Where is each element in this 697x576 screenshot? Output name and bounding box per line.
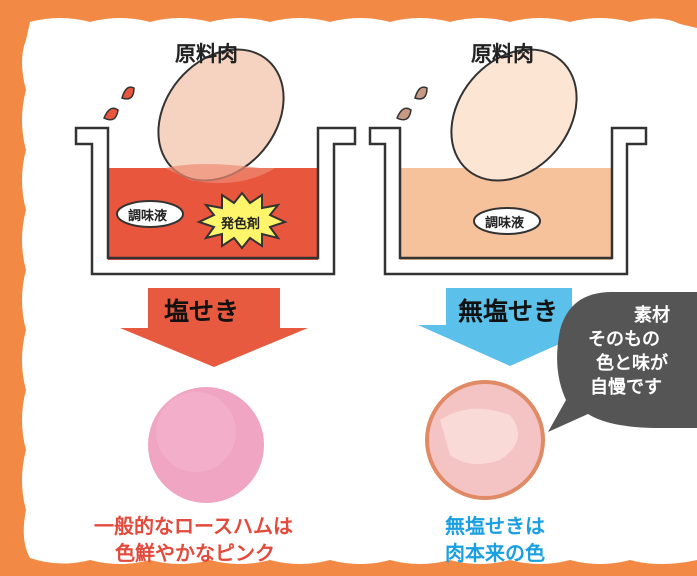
right-caption-line2: 肉本来の色 [445, 541, 545, 565]
bubble-line-4: 自慢です [590, 377, 662, 398]
right-pot-outline [368, 126, 648, 276]
coloring-agent-label: 発色剤 [221, 217, 261, 232]
left-liquid-label: 調味液 [128, 209, 168, 224]
right-title: 原料肉 [471, 42, 534, 66]
left-pot [74, 48, 357, 276]
coloring-agent-burst [196, 191, 288, 250]
right-meat-in-pot [450, 48, 578, 182]
right-drip-1 [396, 107, 412, 121]
right-arrow-label: 無塩せき [458, 297, 559, 326]
left-drip-2 [121, 86, 135, 100]
right-liquid-label: 調味液 [485, 216, 525, 231]
bubble-line-3: 色と味が [596, 353, 668, 374]
right-drip-2 [414, 86, 428, 100]
right-caption-line1: 無塩せきは [445, 514, 545, 538]
left-title: 原料肉 [175, 42, 238, 66]
left-liquid-pill [116, 200, 184, 228]
bubble-line-1: 素材 [634, 305, 670, 326]
left-arrow [120, 288, 308, 367]
left-caption-line1: 一般的なロースハムは [94, 514, 293, 538]
left-drip-1 [103, 107, 119, 121]
white-panel [22, 18, 697, 564]
right-arrow [418, 288, 602, 366]
left-arrow-label: 塩せき [164, 297, 240, 326]
speech-bubble-shape [548, 292, 697, 432]
left-pot-outline [74, 126, 357, 276]
right-liquid-pill [473, 207, 541, 235]
left-caption-line2: 色鮮やかなピンク [115, 541, 275, 565]
right-pot [368, 48, 648, 276]
bubble-line-2: そのもの [588, 329, 660, 350]
